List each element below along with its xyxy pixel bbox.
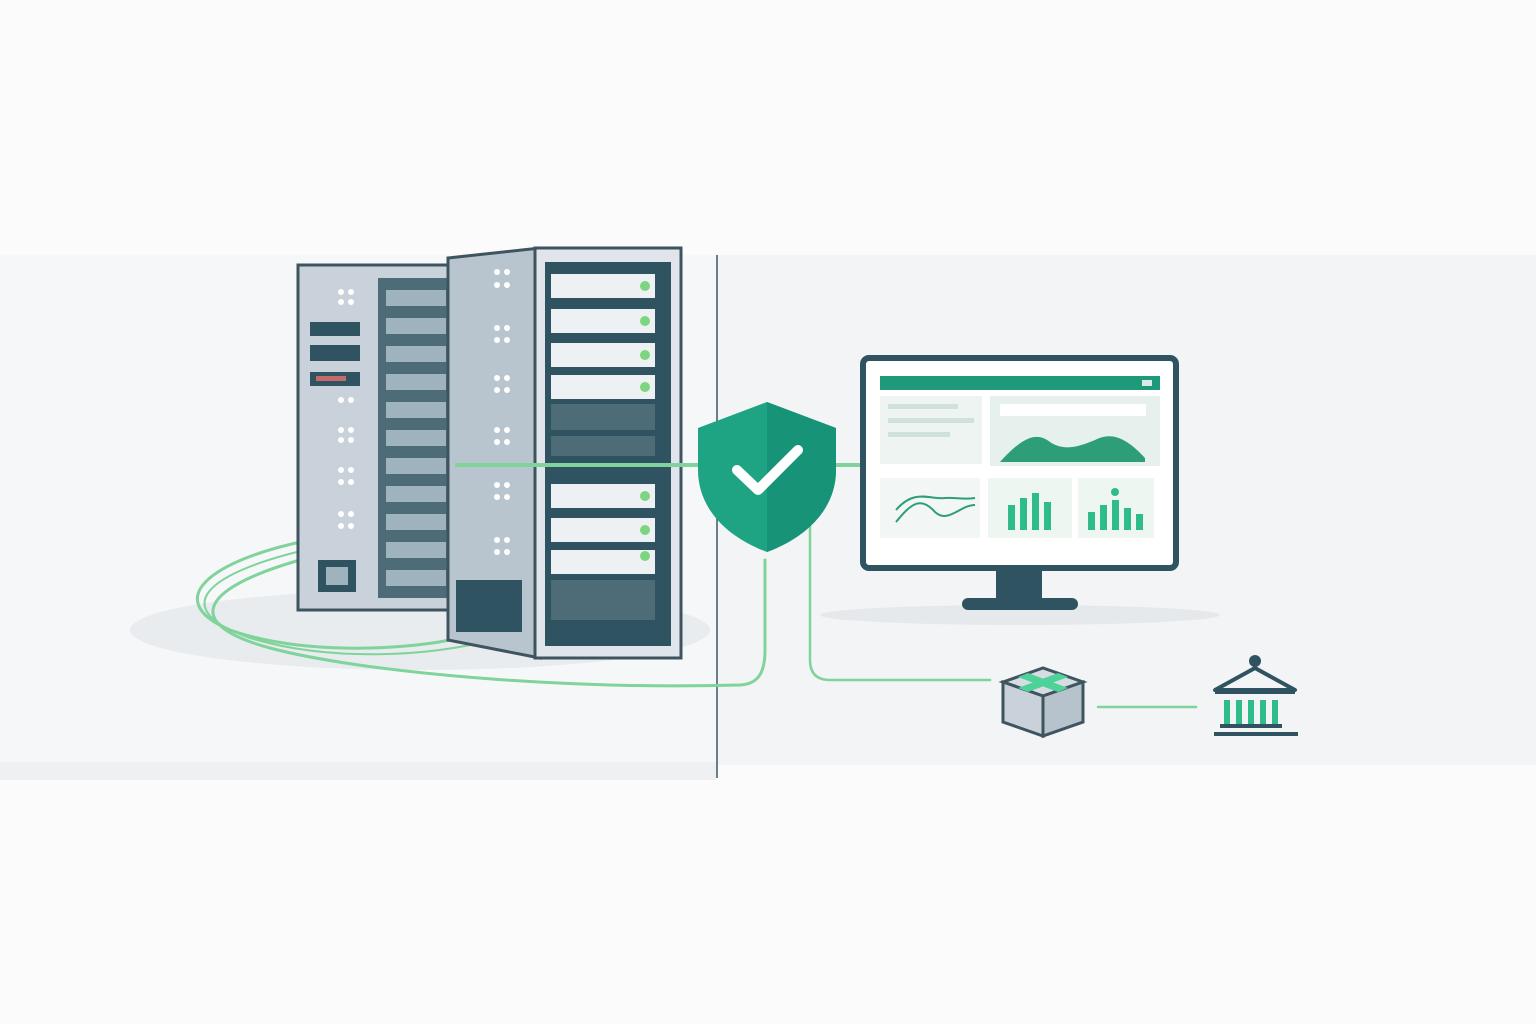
server-rack-left — [296, 263, 460, 612]
connection-lines-lower — [808, 523, 1198, 709]
server-rack-right — [446, 246, 683, 660]
shield-check-icon — [698, 402, 836, 552]
cable-bundle — [195, 538, 767, 688]
left-panel-floor — [0, 762, 716, 780]
monitor-dashboard-icon — [820, 355, 1220, 625]
bank-building-icon — [1213, 655, 1298, 736]
package-box-icon — [998, 666, 1088, 739]
